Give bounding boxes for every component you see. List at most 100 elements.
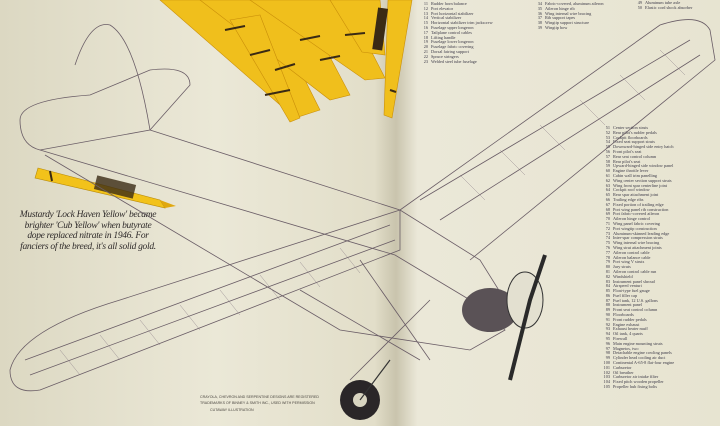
legend-number: 98 bbox=[605, 350, 610, 356]
legend-number: 57 bbox=[605, 153, 610, 159]
legend-number: 83 bbox=[605, 278, 610, 284]
legend-label: Downward-hinged side entry hatch bbox=[613, 144, 674, 150]
legend-number: 21 bbox=[423, 48, 428, 54]
legend-label: Oil tank, 4 quarts bbox=[613, 331, 643, 337]
legend-number: 65 bbox=[605, 192, 610, 198]
legend-number: 54 bbox=[605, 139, 610, 145]
legend-label: Wing front spar centerline joint bbox=[613, 182, 667, 188]
legend-label: Jury struts bbox=[613, 264, 631, 270]
legend-number: 55 bbox=[605, 144, 610, 150]
crayon-bundle bbox=[159, 0, 413, 123]
legend-label: Horizontal stabilizer trim jackscrew bbox=[431, 20, 493, 26]
legend-label: Float-type fuel gauge bbox=[613, 288, 650, 294]
credit-line-2: TRADEMARKS OF BINNEY & SMITH INC., USED … bbox=[200, 401, 315, 405]
legend-number: 89 bbox=[605, 307, 610, 313]
legend-number: 56 bbox=[605, 148, 610, 154]
legend-label: Fuselage fabric covering bbox=[431, 44, 474, 50]
legend-label: Aileron control cable run bbox=[613, 268, 657, 274]
legend-number: 73 bbox=[605, 230, 610, 236]
legend-number: 102 bbox=[603, 369, 610, 375]
legend-number: 36 bbox=[537, 10, 542, 16]
legend-label: Wing strut attachment joints bbox=[613, 244, 662, 250]
legend-label: Rear seat control column bbox=[613, 153, 657, 159]
legend-number: 105 bbox=[603, 384, 610, 390]
legend-label: Port wing V struts bbox=[613, 259, 645, 265]
legend-number: 100 bbox=[603, 360, 610, 366]
legend-number: 67 bbox=[605, 201, 610, 207]
loose-crayon bbox=[34, 167, 176, 209]
legend-number: 78 bbox=[605, 254, 610, 260]
legend-label: Aileron control cable bbox=[613, 249, 650, 255]
legend-label: Continental A-65-8 flat-four engine bbox=[613, 360, 675, 366]
legend-number: 104 bbox=[603, 379, 610, 385]
legend-label: Main engine mounting struts bbox=[613, 340, 663, 346]
legend-number: 88 bbox=[605, 302, 610, 308]
legend-label: Exhaust heater muff bbox=[613, 326, 648, 332]
legend-label: Aileron balance cable bbox=[613, 254, 651, 260]
legend-label: Floorboards bbox=[613, 312, 634, 318]
legend-label: Wing internal wire bracing bbox=[613, 240, 660, 246]
main-wheel bbox=[340, 359, 391, 420]
legend-number: 84 bbox=[605, 283, 610, 289]
legend-label: Carburetor bbox=[613, 364, 632, 370]
legend-number: 74 bbox=[605, 235, 610, 241]
legend-label: Fuel tank, 12 U.S. gallons bbox=[613, 297, 658, 303]
legend-number: 77 bbox=[605, 249, 610, 255]
legend-number: 63 bbox=[605, 182, 610, 188]
legend-label: Carburetor air intake filter bbox=[613, 374, 659, 380]
legend-number: 62 bbox=[605, 177, 610, 183]
legend-number: 93 bbox=[605, 326, 610, 332]
legend-number: 69 bbox=[605, 211, 610, 217]
legend-number: 17 bbox=[423, 29, 428, 35]
legend-number: 60 bbox=[605, 168, 610, 174]
legend-number: 64 bbox=[605, 187, 610, 193]
legend-number: 12 bbox=[423, 5, 428, 11]
legend-number: 50 bbox=[637, 4, 642, 10]
legend-number: 68 bbox=[605, 206, 610, 212]
legend-number: 92 bbox=[605, 321, 610, 327]
legend-number: 53 bbox=[605, 134, 610, 140]
legend-label: Inter-spar compression struts bbox=[613, 235, 663, 241]
legend-label: Aluminum-skinned leading edge bbox=[613, 230, 670, 236]
legend-number: 14 bbox=[423, 15, 428, 21]
legend-number: 20 bbox=[423, 44, 428, 50]
legend-number: 18 bbox=[423, 34, 428, 40]
legend-number: 87 bbox=[605, 297, 610, 303]
legend-label: Lifting handle bbox=[431, 34, 456, 40]
legend-label: Fuselage lower longeron bbox=[431, 39, 474, 45]
legend-label: Tailplane control cables bbox=[431, 29, 472, 35]
credit-line-1: CRAYOLA, CHEVRON AND SERPENTINE DESIGNS … bbox=[200, 395, 319, 399]
legend-label: Rear spar attachment joint bbox=[613, 192, 659, 198]
legend-number: 81 bbox=[605, 268, 610, 274]
